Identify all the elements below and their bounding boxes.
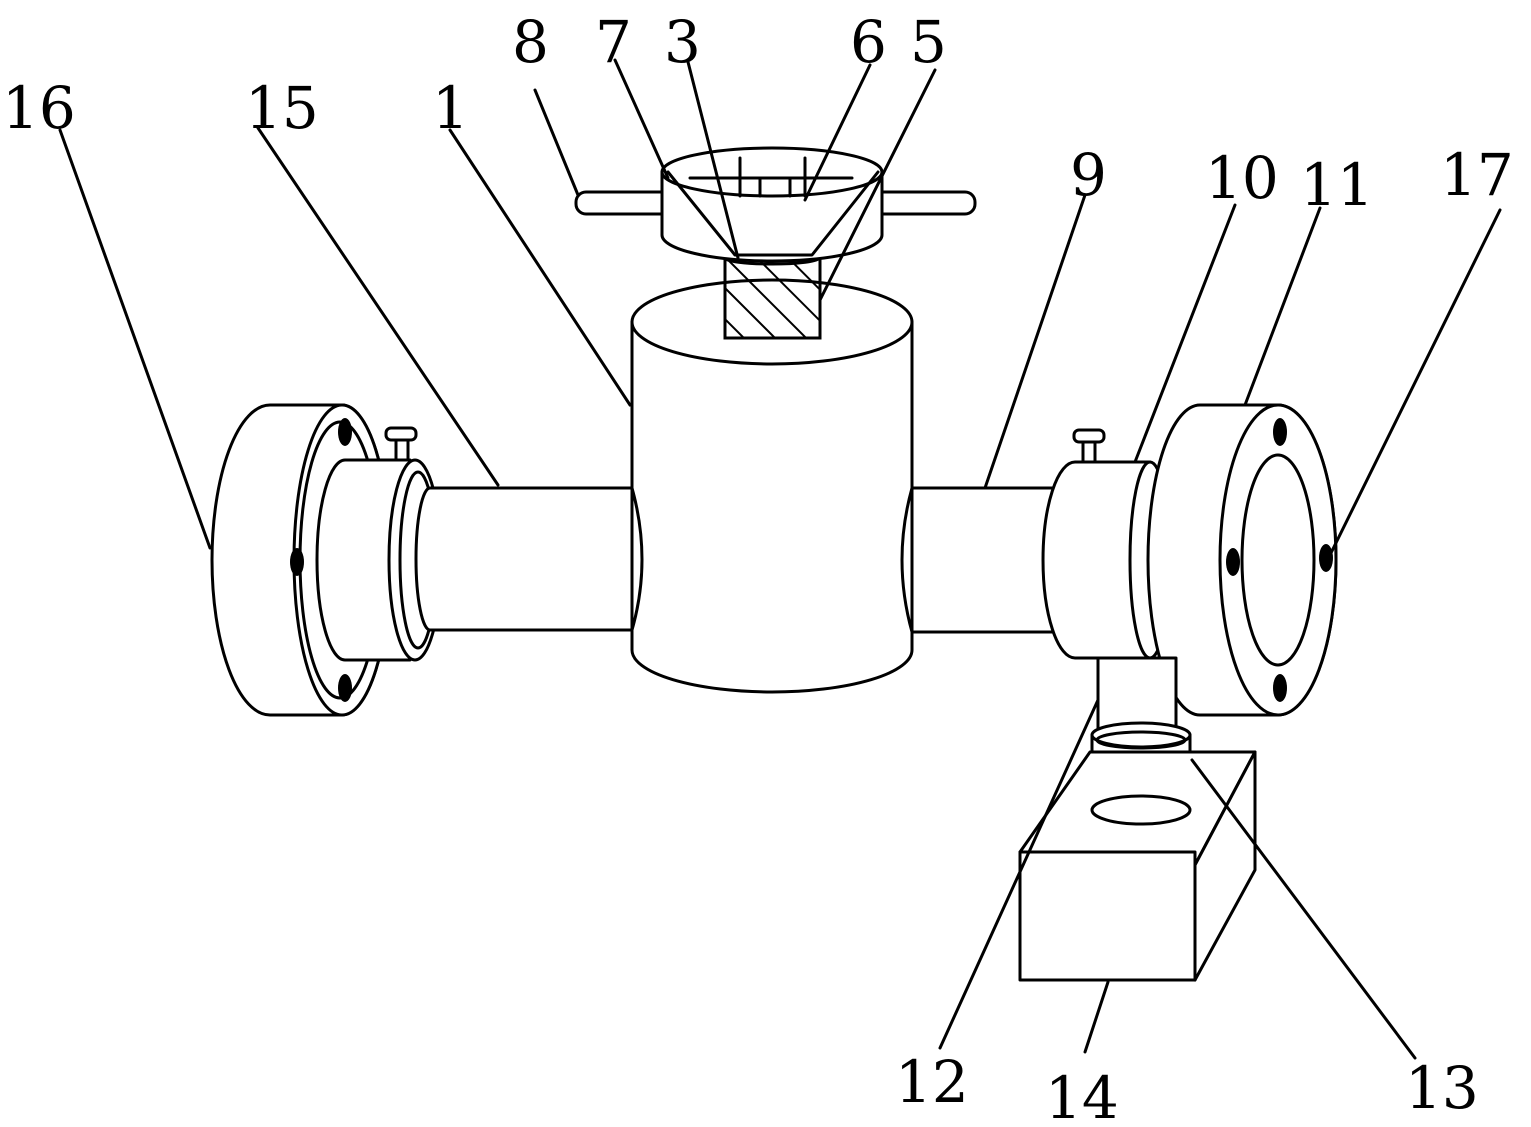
leader-16	[58, 128, 212, 550]
leader-15	[256, 126, 500, 487]
bolt-hole	[1273, 418, 1287, 446]
box	[1018, 750, 1257, 982]
leader-8	[533, 88, 580, 197]
bolt-hole	[338, 674, 352, 702]
part-labels: 16 15 1 8 7 3 6 5 9 10 11 17 12 14 13	[2, 8, 1514, 1127]
label-3: 3	[664, 8, 701, 76]
label-17: 17	[1440, 141, 1514, 209]
leader-7	[613, 58, 670, 180]
bolt-hole	[1273, 674, 1287, 702]
leader-11	[1243, 206, 1322, 407]
label-10: 10	[1205, 144, 1279, 212]
leader-6	[803, 63, 872, 202]
main-body	[630, 278, 914, 694]
right-flange	[1146, 403, 1338, 717]
bolt-hole	[1319, 544, 1333, 572]
leader-13	[1190, 758, 1417, 1060]
label-9: 9	[1070, 141, 1107, 209]
label-7: 7	[595, 8, 632, 76]
valve-stem	[723, 250, 822, 340]
leader-lines	[58, 58, 1502, 1060]
leader-3	[686, 60, 740, 260]
label-12: 12	[895, 1048, 969, 1116]
label-11: 11	[1300, 151, 1374, 219]
leader-9	[983, 193, 1087, 490]
label-13: 13	[1405, 1054, 1479, 1122]
left-pipe	[414, 486, 634, 632]
right-pipe	[889, 486, 1062, 634]
bolt-hole	[338, 418, 352, 446]
label-14: 14	[1045, 1064, 1119, 1127]
bolt-hole	[290, 548, 304, 576]
leader-14	[1083, 980, 1110, 1054]
bolt-hole	[1226, 548, 1240, 576]
leader-1	[448, 128, 632, 407]
leader-17	[1328, 208, 1502, 557]
leader-12	[938, 698, 1100, 1050]
leader-10	[1133, 203, 1237, 464]
label-15: 15	[245, 74, 319, 142]
leader-5	[818, 68, 937, 302]
handwheel	[574, 146, 977, 263]
label-8: 8	[512, 8, 549, 76]
label-16: 16	[2, 74, 76, 142]
label-1: 1	[432, 74, 469, 142]
label-5: 5	[910, 8, 947, 76]
label-6: 6	[850, 8, 887, 76]
